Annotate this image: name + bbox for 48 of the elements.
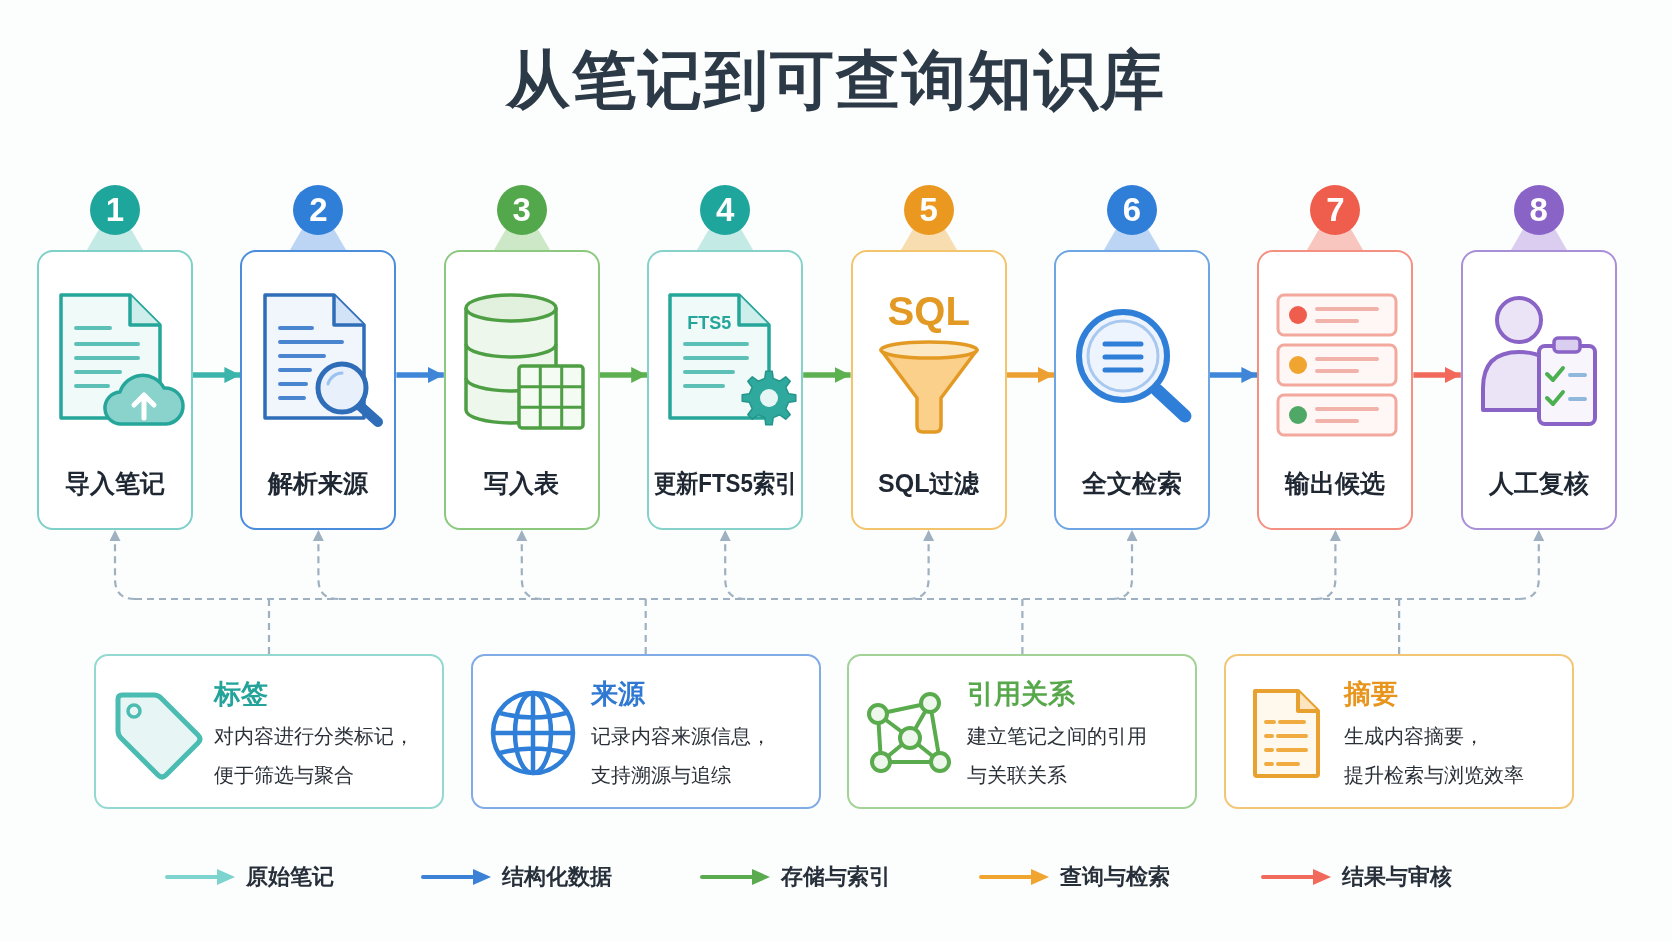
arrow: [1413, 367, 1461, 383]
dashed-arrow: [1315, 530, 1341, 601]
dashed-arrow: [312, 530, 339, 601]
step-label: 人工复核: [1488, 468, 1589, 499]
step-label: 解析来源: [268, 468, 369, 499]
icon-label: SQL: [887, 288, 970, 334]
dashed-arrow: [1518, 530, 1545, 601]
dashed-arrow: [516, 530, 542, 601]
card-text: 对内容进行分类标记，便于筛选与聚合: [214, 724, 414, 788]
card-title: 引用关系: [967, 678, 1076, 711]
card-title: 标签: [214, 678, 268, 711]
dashed-arrow: [1111, 530, 1138, 601]
legend-label: 结构化数据: [502, 863, 612, 891]
arrow: [1210, 367, 1258, 383]
legend-label: 原始笔记: [246, 863, 334, 891]
step-label: 全文检索: [1082, 468, 1182, 499]
step-label: 导入笔记: [65, 468, 165, 499]
step-label: 更新FTS5索引: [653, 468, 798, 499]
title: 从笔记到可查询知识库: [506, 43, 1166, 118]
dashed-line: [1021, 599, 1024, 654]
icon-label: FTS5: [687, 312, 732, 334]
info-card: [470, 654, 821, 809]
dashed-line: [135, 597, 1519, 601]
card-text: 生成内容摘要，提升检索与浏览效率: [1344, 724, 1525, 788]
card-text: 建立笔记之间的引用与关联关系: [967, 724, 1149, 788]
card-title: 来源: [590, 678, 645, 711]
info-card: [1224, 654, 1575, 809]
legend-label: 结果与审核: [1342, 863, 1452, 891]
info-card: [847, 654, 1198, 809]
legend-label: 存储与索引: [781, 863, 891, 891]
card-title: 摘要: [1344, 678, 1399, 711]
arrow: [599, 367, 648, 383]
info-card: [94, 654, 444, 809]
legend-label: 查询与检索: [1060, 863, 1170, 891]
step-label: 输出候选: [1285, 468, 1386, 499]
dashed-line: [1398, 599, 1401, 654]
dashed-line: [267, 599, 271, 654]
arrow: [803, 367, 851, 383]
dashed-arrow: [109, 530, 136, 601]
dashed-arrow: [719, 530, 746, 601]
dashed-arrow: [908, 530, 935, 601]
arrow: [193, 367, 241, 383]
step-label: SQL过滤: [878, 468, 980, 499]
dashed-line: [644, 599, 647, 654]
step-label: 写入表: [484, 468, 560, 499]
card-text: 记录内容来源信息，支持溯源与追综: [590, 724, 771, 788]
arrow: [396, 367, 444, 383]
arrow: [1006, 367, 1054, 383]
